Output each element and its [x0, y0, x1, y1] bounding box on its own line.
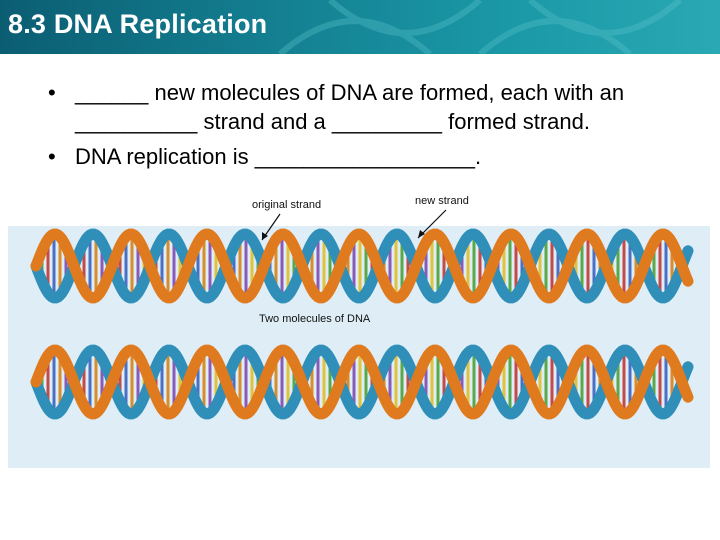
bullet-item: • DNA replication is __________________. [48, 142, 708, 171]
bullet-marker: • [48, 80, 56, 105]
bullet-marker: • [48, 144, 56, 169]
label-new-strand: new strand [415, 195, 469, 207]
dna-helix-illustration [30, 228, 694, 420]
bullet-text: DNA replication is __________________. [75, 144, 482, 169]
label-two-molecules: Two molecules of DNA [259, 313, 371, 325]
dna-figure-panel [8, 226, 710, 468]
label-original-strand: original strand [252, 199, 322, 211]
dna-molecule-top [30, 228, 694, 304]
slide-header: 8.3 DNA Replication [0, 0, 720, 54]
bullet-text: ______ new molecules of DNA are formed, … [75, 80, 625, 134]
bullet-list: • ______ new molecules of DNA are formed… [48, 78, 708, 177]
dna-molecule-bottom [30, 344, 694, 420]
bullet-item: • ______ new molecules of DNA are formed… [48, 78, 708, 136]
header-helix-decoration [278, 0, 682, 54]
slide-title: 8.3 DNA Replication [8, 9, 268, 39]
